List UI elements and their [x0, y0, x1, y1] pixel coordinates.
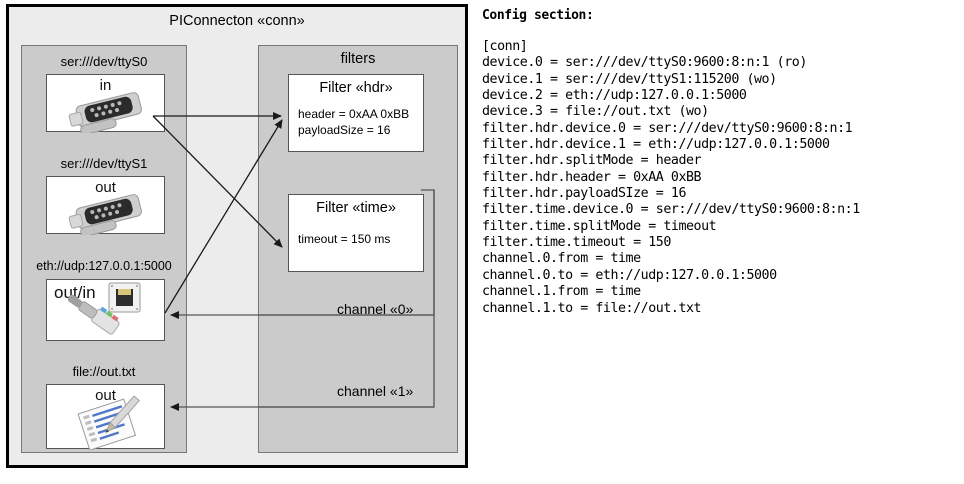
device-box-ttyS0[interactable]: in	[46, 74, 165, 135]
config-section: Config section: [conn] device.0 = ser://…	[482, 8, 962, 317]
filter-hdr-title: Filter «hdr»	[319, 80, 393, 96]
device-io-file: out	[95, 387, 116, 404]
document-pencil-icon	[47, 385, 164, 451]
ethernet-jack-icon	[47, 280, 164, 340]
device-io-ttyS0: in	[99, 77, 112, 94]
device-io-eth: out/in	[54, 283, 96, 302]
serial-port-icon	[47, 177, 164, 237]
config-heading: Config section:	[482, 8, 594, 23]
filter-hdr-prop-payloadsize: payloadSize = 16	[298, 123, 391, 137]
config-text: [conn] device.0 = ser:///dev/ttyS0:9600:…	[482, 39, 860, 316]
filter-box-time[interactable]: Filter «time» timeout = 150 ms	[288, 194, 424, 272]
filter-time-prop-timeout: timeout = 150 ms	[298, 232, 391, 246]
device-box-ttyS1[interactable]: out	[46, 176, 165, 237]
filter-hdr-prop-header: header = 0xAA 0xBB	[298, 107, 410, 121]
serial-port-icon	[47, 75, 164, 135]
filter-time-title: Filter «time»	[316, 200, 396, 216]
filters-panel: filters Filter «hdr» header = 0xAA 0xBB …	[258, 45, 458, 453]
channel-1-label: channel «1»	[337, 383, 414, 399]
piconnector-diagram: PIConnecton «conn» ser:///dev/ttyS0 in	[6, 4, 468, 468]
device-label-file: file://out.txt	[72, 364, 136, 379]
channel-0-label: channel «0»	[337, 301, 414, 317]
filters-panel-title: filters	[340, 51, 376, 67]
device-io-ttyS1: out	[95, 179, 116, 196]
device-label-eth: eth://udp:127.0.0.1:5000	[36, 259, 172, 273]
devices-panel: ser:///dev/ttyS0 in	[21, 45, 187, 453]
filter-box-hdr[interactable]: Filter «hdr» header = 0xAA 0xBB payloadS…	[288, 74, 424, 152]
device-label-ttyS1: ser:///dev/ttyS1	[60, 156, 148, 171]
device-box-eth[interactable]: out/in	[46, 279, 165, 341]
device-box-file[interactable]: out	[46, 384, 165, 451]
diagram-title: PIConnecton «conn»	[169, 13, 305, 29]
device-label-ttyS0: ser:///dev/ttyS0	[60, 54, 148, 69]
